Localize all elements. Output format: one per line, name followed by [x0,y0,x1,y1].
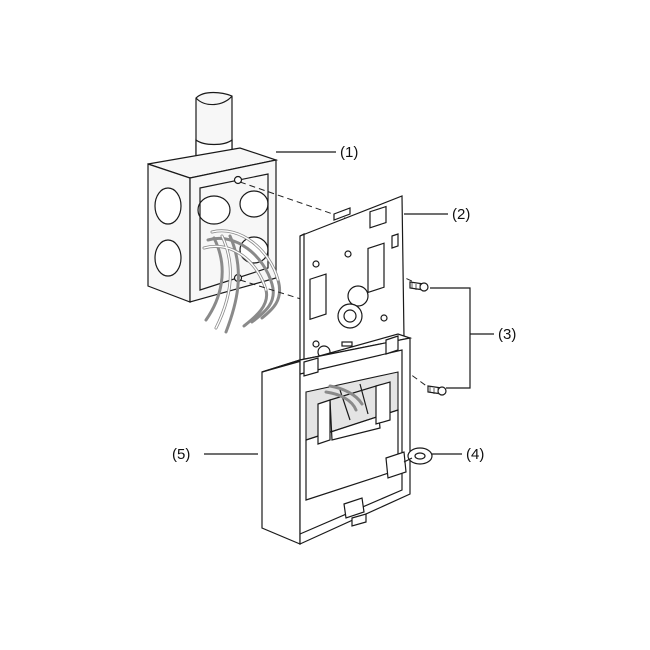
callout-5: (5) [172,446,190,463]
wire-bundle [202,229,281,334]
screws [409,281,447,396]
callout-1: (1) [340,144,358,161]
screw-upper [409,281,429,292]
callout-2: (2) [452,206,470,223]
bracket-3 [430,287,494,389]
callout-4: (4) [466,446,484,463]
mounting-plate [299,195,405,373]
electrical-box [147,91,281,334]
knob-part [385,447,433,479]
callout-3: (3) [498,326,516,343]
device-housing [261,333,413,545]
screw-lower [427,385,447,396]
